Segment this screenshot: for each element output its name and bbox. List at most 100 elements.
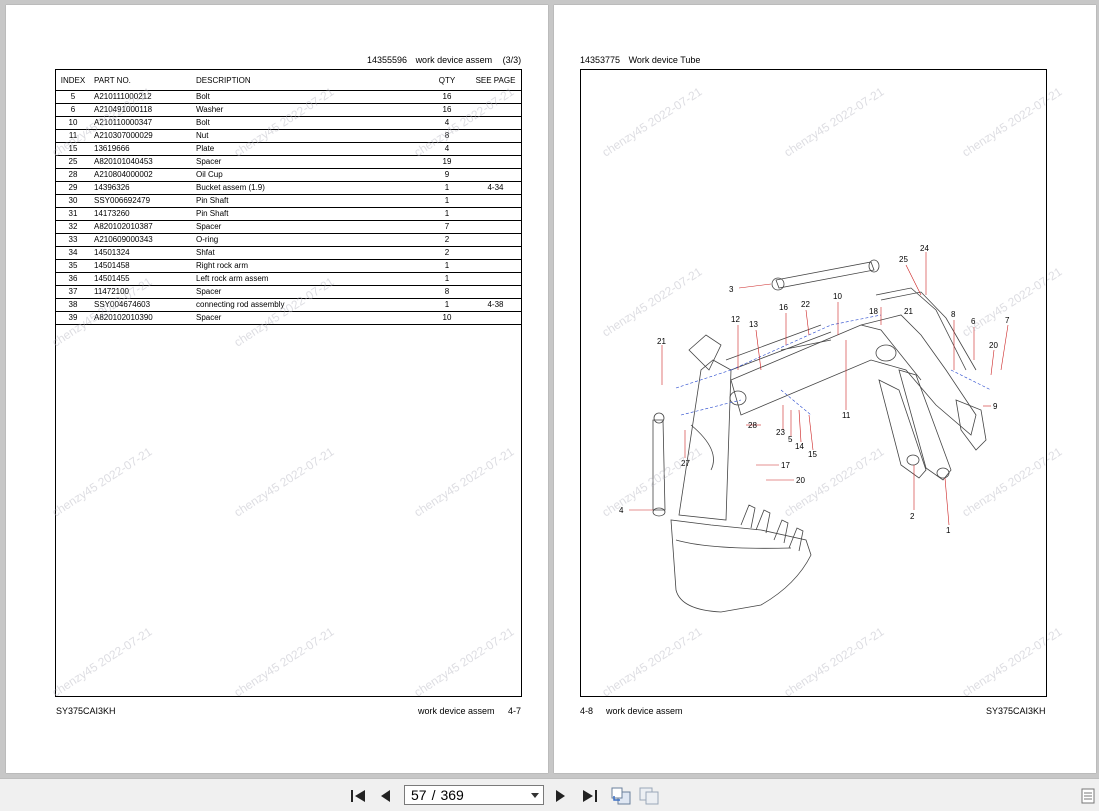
cell-part-no: 14501455 (90, 272, 192, 286)
cell-see-page (466, 116, 521, 130)
callout-25: 25 (899, 255, 908, 264)
header-code: 14353775 (580, 55, 621, 65)
header-title: work device assem (415, 55, 493, 65)
cell-qty: 1 (424, 259, 466, 273)
header-page: (3/3) (502, 55, 522, 65)
previous-page-button[interactable] (376, 786, 394, 806)
callout-6: 6 (971, 317, 976, 326)
cell-description: Shfat (192, 246, 424, 260)
cell-description: Spacer (192, 155, 424, 169)
callout-9: 9 (993, 402, 998, 411)
dropdown-caret-icon[interactable] (531, 793, 539, 798)
callout-27: 27 (681, 459, 690, 468)
page-number-field[interactable]: 57 / 369 (404, 785, 544, 805)
hose-lines (725, 324, 832, 371)
skip-first-icon (351, 790, 365, 802)
col-description: DESCRIPTION (192, 70, 424, 91)
callout-5: 5 (788, 435, 793, 444)
cell-see-page (466, 220, 521, 234)
cell-see-page (466, 246, 521, 260)
cell-index: 6 (56, 103, 90, 117)
cell-part-no: A210111000212 (90, 90, 192, 104)
cell-see-page: 4-34 (466, 181, 521, 195)
arm-pivot (729, 390, 747, 406)
cell-part-no: SSY006692479 (90, 194, 192, 208)
cell-index: 35 (56, 259, 90, 273)
callout-3: 3 (729, 285, 734, 294)
cell-part-no: A820101040453 (90, 155, 192, 169)
bucket-inner-line (675, 539, 792, 549)
bucket-teeth (740, 504, 804, 552)
menu-button[interactable] (1080, 786, 1096, 806)
pdf-page-left: 14355596 work device assem (3/3) INDEX P… (6, 5, 548, 773)
arm-cylinder-end (868, 259, 880, 273)
boom-bracket (955, 399, 987, 451)
cell-qty: 2 (424, 246, 466, 260)
leader-22 (990, 349, 995, 376)
callout-12: 12 (731, 315, 740, 324)
tube-26 (880, 291, 977, 371)
cell-see-page (466, 207, 521, 221)
cell-qty: 4 (424, 142, 466, 156)
page-view-button[interactable] (638, 786, 660, 806)
cell-qty: 4 (424, 116, 466, 130)
parts-table: INDEX PART NO. DESCRIPTION QTY SEE PAGE … (56, 70, 521, 325)
cell-see-page (466, 90, 521, 104)
callout-4: 4 (619, 506, 624, 515)
cell-description: Pin Shaft (192, 194, 424, 208)
callout-10: 10 (833, 292, 842, 301)
cell-see-page (466, 311, 521, 325)
cell-see-page (466, 103, 521, 117)
bucket-shape (670, 519, 812, 613)
page-layout-button[interactable] (610, 786, 632, 806)
cell-see-page: 4-38 (466, 298, 521, 312)
next-page-button[interactable] (552, 786, 570, 806)
cell-qty: 7 (424, 220, 466, 234)
callout-1: 1 (946, 526, 951, 535)
leader-1 (944, 477, 950, 526)
cell-description: Spacer (192, 311, 424, 325)
footer-title: work device assem (418, 706, 495, 716)
cell-part-no: A210307000029 (90, 129, 192, 143)
pdf-page-right: 14353775 Work device Tube (554, 5, 1096, 773)
callout-21-left: 21 (657, 337, 666, 346)
bucket-cylinder (652, 419, 666, 511)
page-header: 14355596 work device assem (3/3) (367, 55, 521, 65)
cell-index: 15 (56, 142, 90, 156)
col-index: INDEX (56, 70, 90, 91)
leader-15 (808, 414, 814, 451)
first-page-button[interactable] (348, 786, 368, 806)
cell-qty: 1 (424, 272, 466, 286)
cell-see-page (466, 142, 521, 156)
boom-shape (730, 314, 977, 436)
cell-qty: 1 (424, 298, 466, 312)
callout-16: 16 (779, 303, 788, 312)
cell-qty: 8 (424, 285, 466, 299)
hose-28 (690, 424, 714, 471)
arm-cylinder-end (771, 277, 785, 291)
callout-24: 22 (801, 300, 810, 309)
callout-7: 7 (1005, 316, 1010, 325)
chevron-left-icon (381, 790, 390, 802)
col-see-page: SEE PAGE (466, 70, 521, 91)
cell-description: Right rock arm (192, 259, 424, 273)
cell-part-no: 14501458 (90, 259, 192, 273)
cell-qty: 1 (424, 207, 466, 221)
cell-part-no: A210110000347 (90, 116, 192, 130)
boom-inner-line (860, 324, 922, 381)
cell-part-no: A820102010390 (90, 311, 192, 325)
leader-14 (798, 409, 802, 443)
footer-title: work device assem (606, 706, 683, 716)
callout-11: 11 (842, 411, 851, 420)
footer-page: 4-7 (508, 706, 522, 716)
last-page-button[interactable] (580, 786, 600, 806)
assembly-guide-lines (780, 369, 992, 416)
pdf-viewer-toolbar: 57 / 369 (0, 778, 1099, 811)
